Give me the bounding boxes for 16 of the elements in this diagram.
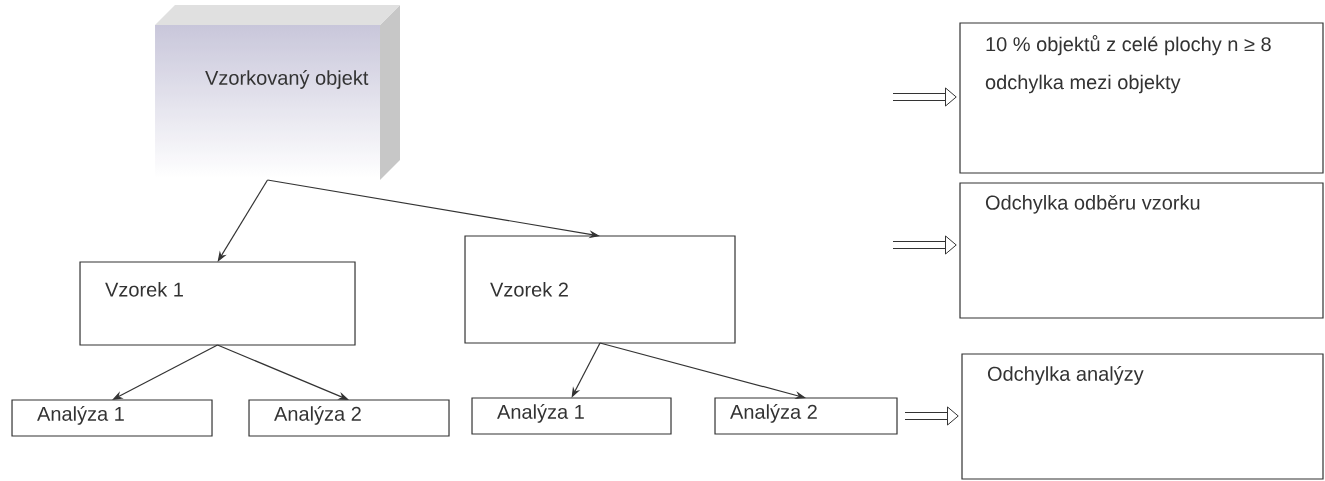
- arrow: [112, 344, 219, 400]
- cuboid-box: Vzorkovaný objekt: [155, 5, 400, 180]
- process-box: Vzorek 1: [79, 261, 356, 346]
- process-box: Odchylka odběru vzorku: [959, 182, 1324, 319]
- arrow: [571, 342, 601, 398]
- process-box: Odchylka analýzy: [961, 353, 1324, 480]
- process-box: 10 % objektů z celé plochy n ≥ 8 odchylka mezi objekty: [959, 22, 1324, 174]
- hollow-arrow: [893, 87, 957, 107]
- arrow: [217, 179, 269, 262]
- process-box: Vzorek 2: [464, 235, 736, 344]
- hollow-arrow: [905, 406, 959, 426]
- process-box: Analýza 1: [471, 397, 672, 435]
- process-box: Analýza 2: [248, 399, 450, 437]
- process-box: Analýza 2: [714, 397, 898, 435]
- process-box: Analýza 1: [11, 399, 213, 437]
- hollow-arrow: [893, 235, 957, 255]
